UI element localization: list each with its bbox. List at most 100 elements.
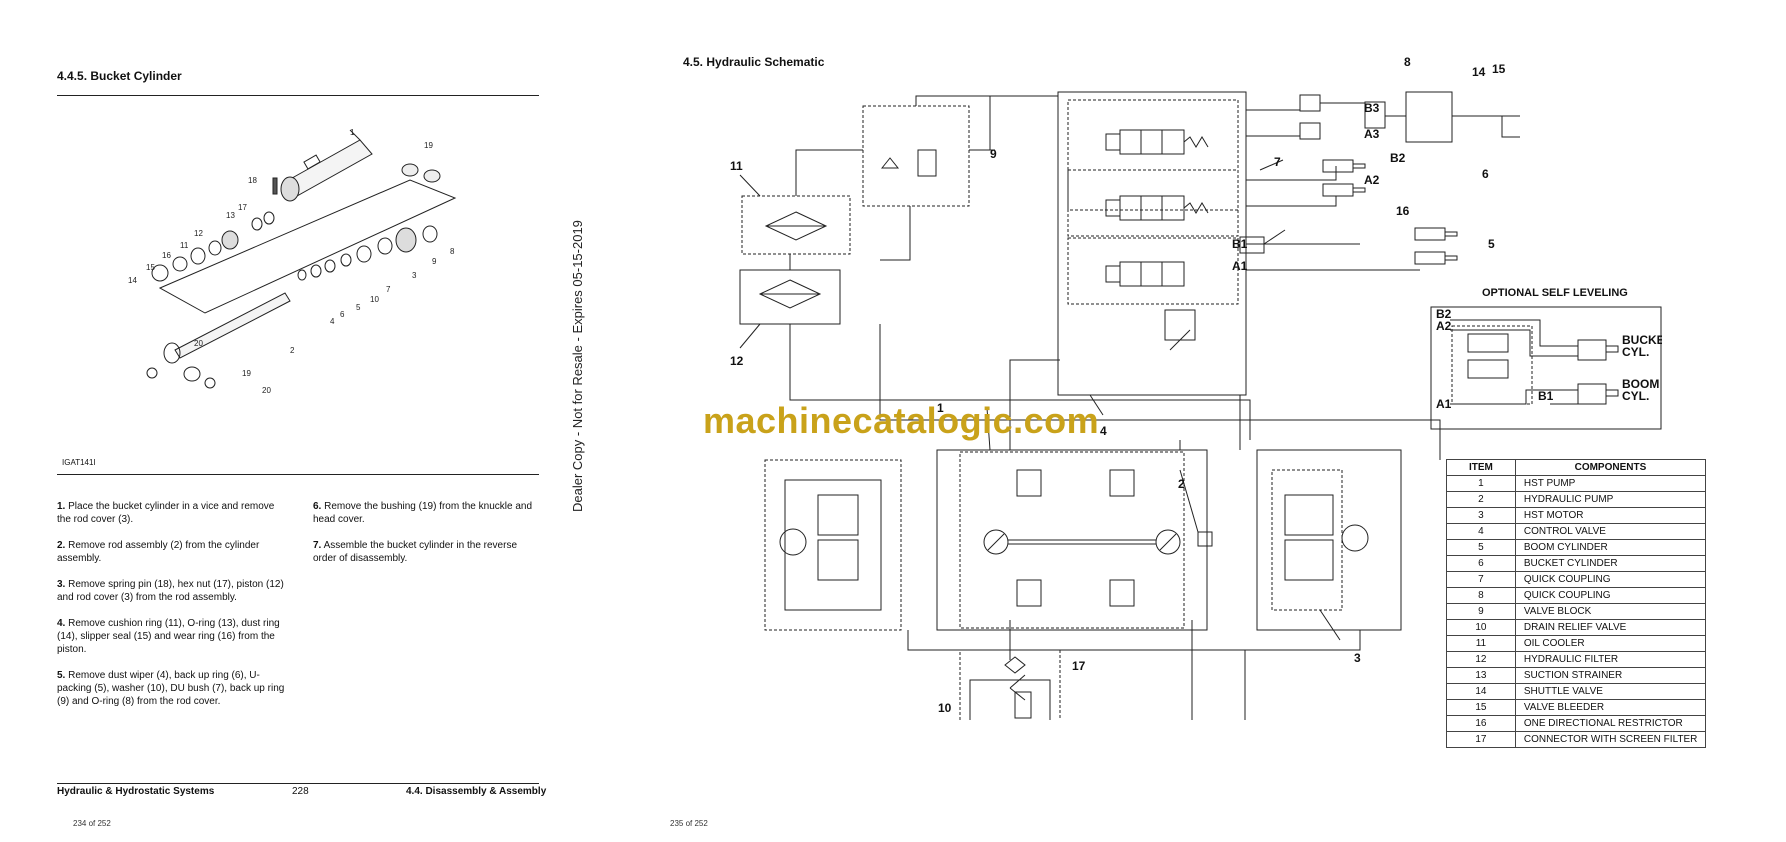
section-title-hydraulic-schematic: 4.5. Hydraulic Schematic — [683, 55, 825, 69]
opt-label-cyl-2: CYL. — [1622, 389, 1649, 403]
header-components: COMPONENTS — [1514, 459, 1707, 476]
opt-label-boom: BOOM — [1622, 377, 1659, 391]
opt-label-cyl-1: CYL. — [1622, 345, 1649, 359]
label-5: 5 — [1488, 237, 1495, 251]
opt-label-b1: B1 — [1538, 389, 1554, 403]
top-rule — [57, 95, 539, 96]
step-6: 6. Remove the bushing (19) from the knuc… — [313, 501, 533, 525]
opt-label-a1: A1 — [1436, 397, 1452, 411]
right-page: 4.5. Hydraulic Schematic — [660, 0, 1786, 842]
schematic-callouts: 8 14 15 7 6 16 5 B2 B3 A3 A2 B1 A1 9 11 … — [730, 55, 1506, 715]
callout-8: 8 — [450, 247, 455, 256]
step-4: 4. Remove cushion ring (11), O-ring (13)… — [57, 618, 280, 655]
callout-11: 11 — [180, 241, 189, 250]
callout-6: 6 — [340, 310, 345, 319]
callout-19: 19 — [424, 141, 433, 150]
hydraulic-schematic-diagram: 8 14 15 7 6 16 5 B2 B3 A3 A2 B1 A1 9 11 … — [730, 55, 1520, 720]
footer-page-number: 228 — [292, 786, 309, 797]
label-7: 7 — [1274, 155, 1281, 169]
label-9: 9 — [990, 147, 997, 161]
label-1: 1 — [937, 401, 944, 415]
section-title-bucket-cylinder: 4.4.5. Bucket Cylinder — [57, 69, 182, 83]
opt-label-bucket: BUCKET — [1622, 333, 1662, 347]
label-b2: B2 — [1390, 151, 1406, 165]
callout-5: 5 — [356, 303, 361, 312]
step-3: 3. Remove spring pin (18), hex nut (17),… — [57, 579, 284, 603]
callout-19-bottom: 19 — [242, 369, 251, 378]
label-10: 10 — [938, 701, 952, 715]
label-17: 17 — [1072, 659, 1086, 673]
step-7: 7. Assemble the bucket cylinder in the r… — [313, 540, 518, 564]
label-a1: A1 — [1232, 259, 1248, 273]
callout-9: 9 — [432, 257, 437, 266]
footer-left: Hydraulic & Hydrostatic Systems — [57, 786, 215, 797]
header-item: ITEM — [1446, 459, 1516, 476]
footer-rule — [57, 783, 539, 784]
bucket-cylinder-exploded-diagram: 1 19 18 17 13 12 11 16 15 14 8 9 3 7 10 … — [128, 128, 457, 395]
figure-rule — [57, 474, 539, 475]
label-15: 15 — [1492, 62, 1506, 76]
step-5: 5. Remove dust wiper (4), back up ring (… — [57, 670, 285, 707]
callout-20-top: 20 — [194, 339, 203, 348]
pdf-page-right: 235 of 252 — [670, 819, 708, 828]
callout-15: 15 — [146, 263, 155, 272]
dealer-copy-note: Dealer Copy - Not for Resale - Expires 0… — [570, 220, 585, 512]
callout-17: 17 — [238, 203, 247, 212]
label-b1: B1 — [1232, 237, 1248, 251]
label-3: 3 — [1354, 651, 1361, 665]
label-a2: A2 — [1364, 173, 1380, 187]
callout-1: 1 — [350, 128, 355, 137]
callout-3: 3 — [412, 271, 417, 280]
callout-13: 13 — [226, 211, 235, 220]
callout-4: 4 — [330, 317, 335, 326]
label-8: 8 — [1404, 55, 1411, 69]
label-14: 14 — [1472, 65, 1486, 79]
opt-label-b2: B2 — [1436, 307, 1452, 321]
watermark: machinecatalogic.com — [703, 400, 1100, 441]
label-4: 4 — [1100, 424, 1107, 438]
label-11: 11 — [730, 159, 743, 173]
label-b3: B3 — [1364, 101, 1380, 115]
callout-10: 10 — [370, 295, 379, 304]
opt-label-a2: A2 — [1436, 319, 1452, 333]
pdf-page-left: 234 of 252 — [73, 819, 111, 828]
callout-2: 2 — [290, 346, 295, 355]
optional-self-leveling-diagram: B2 A2 A1 B1 BUCKET CYL. BOOM CYL. — [1430, 306, 1662, 430]
callout-18: 18 — [248, 176, 257, 185]
callout-7: 7 — [386, 285, 391, 294]
callout-14: 14 — [128, 276, 137, 285]
label-16: 16 — [1396, 204, 1410, 218]
step-1: 1. Place the bucket cylinder in a vice a… — [57, 501, 275, 525]
label-12: 12 — [730, 354, 744, 368]
label-6: 6 — [1482, 167, 1489, 181]
figure-id: IGAT141I — [62, 458, 96, 467]
callout-12: 12 — [194, 229, 203, 238]
callout-20-bottom: 20 — [262, 386, 271, 395]
optional-self-leveling-title: OPTIONAL SELF LEVELING — [1482, 287, 1628, 299]
label-a3: A3 — [1364, 127, 1380, 141]
left-page: 4.4.5. Bucket Cylinder — [0, 0, 560, 842]
step-2: 2. Remove rod assembly (2) from the cyli… — [57, 540, 260, 564]
table-header-row: ITEM COMPONENTS — [1446, 459, 1707, 476]
label-2: 2 — [1178, 477, 1185, 491]
callout-16: 16 — [162, 251, 171, 260]
footer-right: 4.4. Disassembly & Assembly — [406, 786, 547, 797]
